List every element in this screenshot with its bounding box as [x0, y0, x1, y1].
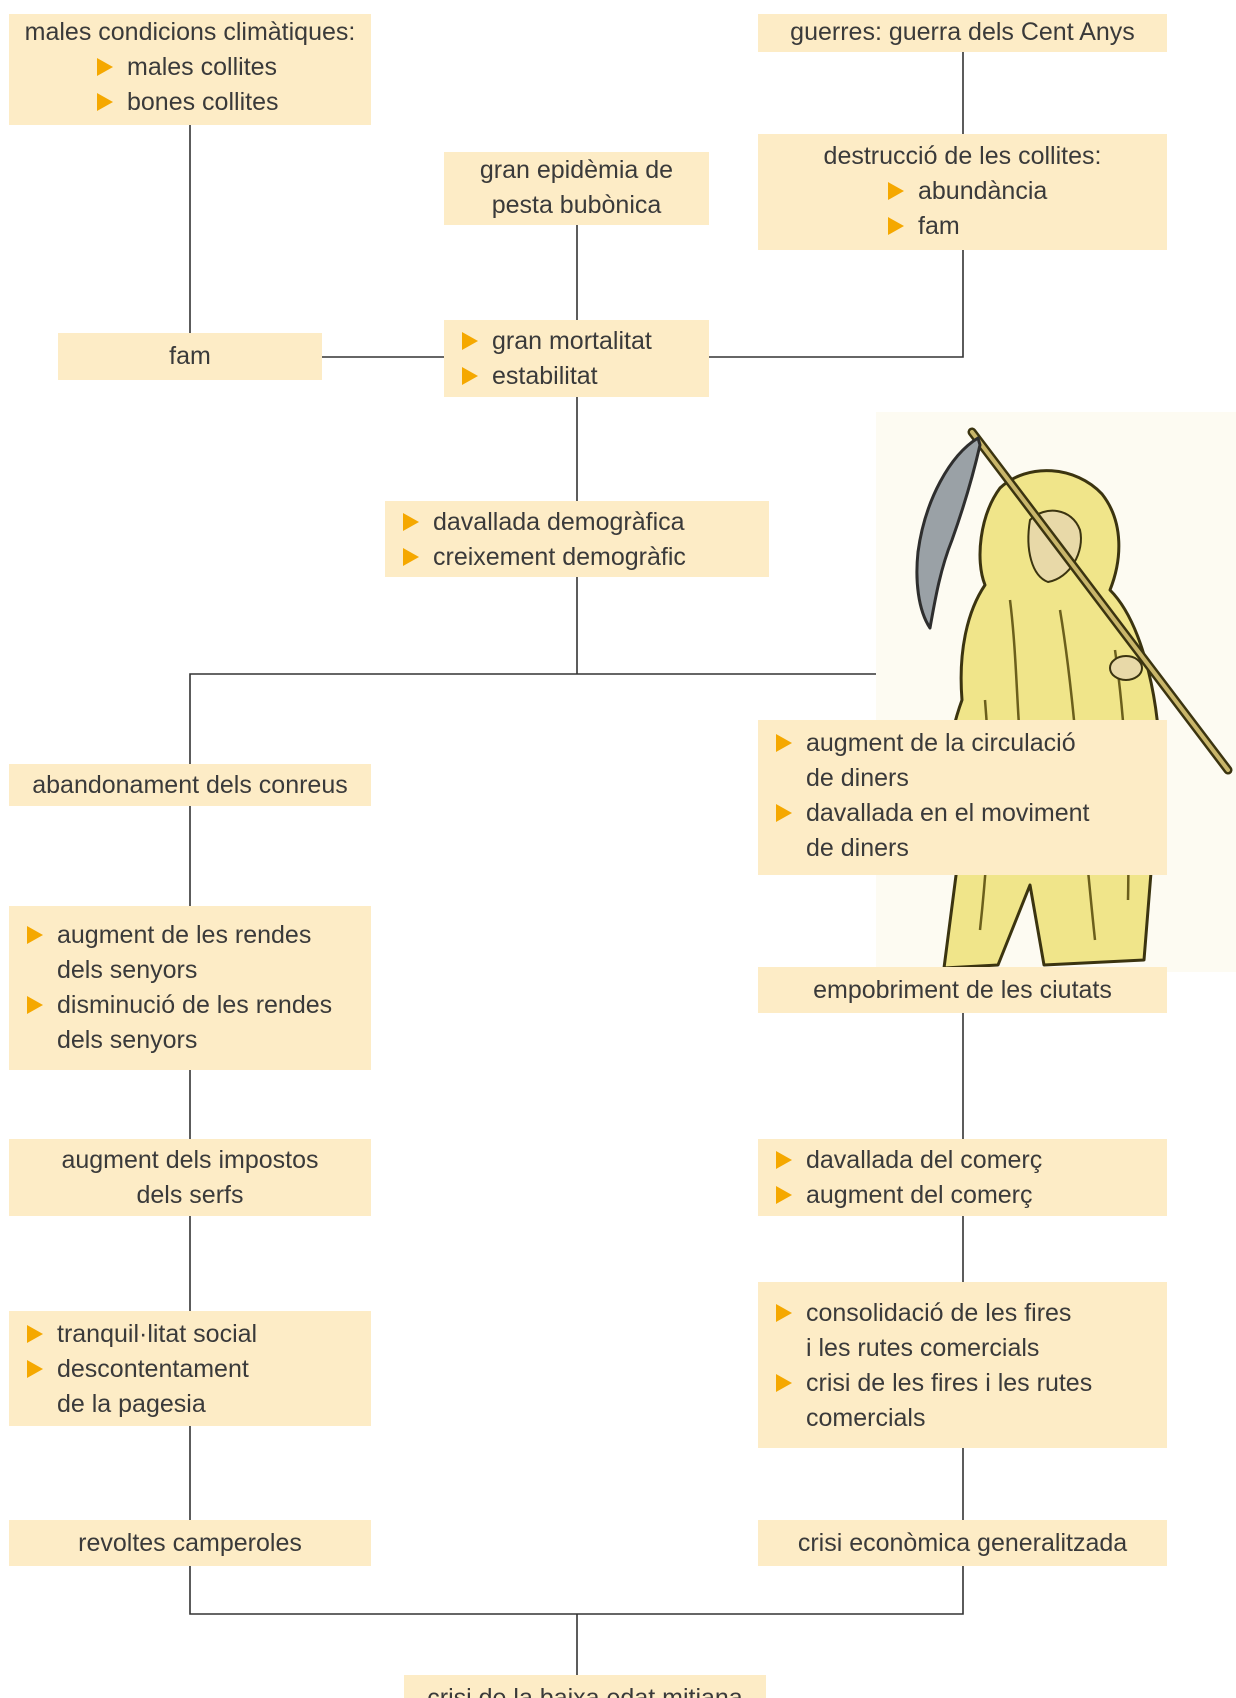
node-abandonment: abandonament dels conreus: [9, 764, 371, 806]
node-plague: gran epidèmia de pesta bubònica: [444, 152, 709, 225]
node-destruction-title: destrucció de les collites:: [823, 142, 1102, 170]
reaper-hand: [1109, 655, 1143, 681]
bullet-triangle-icon: [27, 1325, 43, 1343]
bullet-triangle-icon: [403, 513, 419, 531]
option-item: abundància: [886, 174, 1167, 209]
node-revolts-title: revoltes camperoles: [78, 1529, 302, 1557]
option-item: estabilitat: [460, 359, 709, 394]
node-final: crisi de la baixa edat mitjana: [404, 1675, 766, 1698]
connector-destruction-mortality: [708, 250, 964, 358]
bullet-triangle-icon: [776, 1186, 792, 1204]
bullet-triangle-icon: [776, 1374, 792, 1392]
bullet-triangle-icon: [462, 367, 478, 385]
option-item: davallada demogràfica: [401, 505, 769, 540]
node-destruction: destrucció de les collites: abundància f…: [758, 134, 1167, 250]
node-abandonment-title: abandonament dels conreus: [32, 771, 348, 799]
node-plague-line: pesta bubònica: [491, 191, 662, 219]
node-impoverishment: empobriment de les ciutats: [758, 967, 1167, 1013]
option-item: davallada del comerç: [774, 1143, 1167, 1178]
node-war-title: guerres: guerra dels Cent Anys: [790, 18, 1135, 46]
node-mortality: gran mortalitat estabilitat: [444, 320, 709, 397]
node-taxes: augment dels impostos dels serfs: [9, 1139, 371, 1216]
option-item: creixement demogràfic: [401, 540, 769, 575]
option-item: tranquil·litat social: [25, 1317, 371, 1352]
option-item: bones collites: [95, 85, 371, 120]
bullet-triangle-icon: [776, 734, 792, 752]
bullet-triangle-icon: [97, 93, 113, 111]
node-impoverishment-title: empobriment de les ciutats: [813, 976, 1112, 1004]
node-revolts: revoltes camperoles: [9, 1520, 371, 1566]
node-demography: davallada demogràfica creixement demogrà…: [385, 501, 769, 577]
node-taxes-line: dels serfs: [136, 1181, 244, 1209]
option-item: males collites: [95, 50, 371, 85]
node-famine-title: fam: [169, 342, 211, 370]
node-climate-title: males condicions climàtiques:: [24, 18, 356, 46]
bullet-triangle-icon: [27, 926, 43, 944]
bullet-triangle-icon: [27, 1360, 43, 1378]
node-plague-line: gran epidèmia de: [479, 156, 674, 184]
scythe-blade: [915, 436, 982, 630]
option-item: augment del comerç: [774, 1178, 1167, 1213]
bullet-triangle-icon: [888, 182, 904, 200]
bullet-triangle-icon: [776, 1151, 792, 1169]
bullet-triangle-icon: [888, 217, 904, 235]
option-item: gran mortalitat: [460, 324, 709, 359]
node-war: guerres: guerra dels Cent Anys: [758, 14, 1167, 52]
node-climate: males condicions climàtiques: males coll…: [9, 14, 371, 125]
node-economic-crisis: crisi econòmica generalitzada: [758, 1520, 1167, 1566]
bullet-triangle-icon: [776, 804, 792, 822]
node-famine: fam: [58, 333, 322, 380]
bullet-triangle-icon: [403, 548, 419, 566]
node-final-title: crisi de la baixa edat mitjana: [427, 1684, 743, 1698]
bullet-triangle-icon: [97, 58, 113, 76]
bullet-triangle-icon: [776, 1304, 792, 1322]
bullet-triangle-icon: [27, 996, 43, 1014]
bullet-triangle-icon: [462, 332, 478, 350]
node-taxes-line: augment dels impostos: [61, 1146, 319, 1174]
option-item: fam: [886, 209, 1167, 244]
node-trade: davallada del comerç augment del comerç: [758, 1139, 1167, 1216]
node-economic-crisis-title: crisi econòmica generalitzada: [797, 1529, 1128, 1557]
